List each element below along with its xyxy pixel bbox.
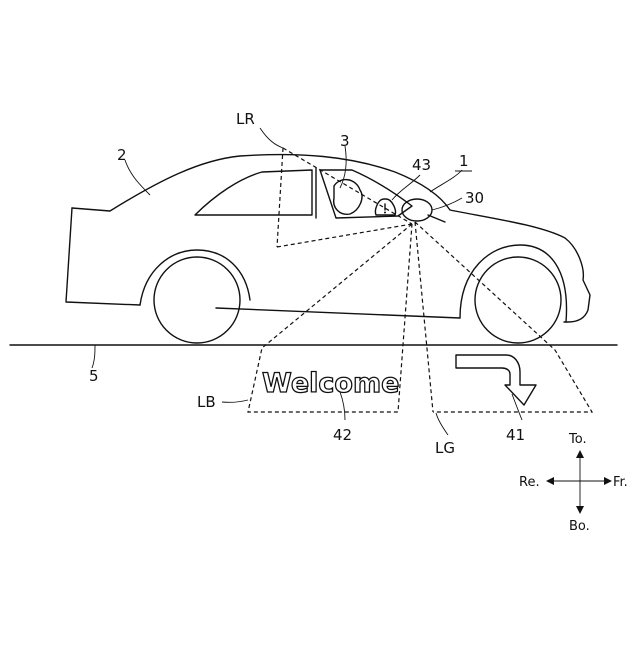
front-wheel [475,257,561,343]
direction-compass: To. Bo. Re. Fr. [519,432,628,534]
ref-label-3: 3 [340,132,350,150]
ref-label-5: 5 [89,367,99,385]
car-body-outline [72,155,590,322]
ref-label-LG: LG [435,439,455,457]
leader-LR [260,128,283,148]
arrow-down-icon [576,506,584,514]
arrow-up-icon [576,450,584,458]
leader-3 [340,146,346,188]
car-rear-end [66,208,140,305]
ref-label-30: 30 [465,189,484,207]
arrow-right-icon [604,477,612,485]
ref-label-LB: LB [197,393,216,411]
occupant-head [334,180,362,215]
leader-30 [432,198,462,210]
direction-front: Fr. [613,475,628,490]
warning-icon-dot [384,212,386,214]
direction-bottom: Bo. [569,519,590,534]
rear-side-window [195,170,312,215]
ref-label-41: 41 [506,426,525,444]
ref-label-43: 43 [412,156,431,174]
mirror-stay [428,215,445,222]
rear-wheel [154,257,240,343]
welcome-projection: Welcome [262,368,399,399]
leader-43 [392,175,420,200]
ref-label-1: 1 [459,152,469,170]
ref-label-42: 42 [333,426,352,444]
ref-label-LR: LR [236,110,255,128]
ref-label-2: 2 [117,146,127,164]
leader-LB [222,400,248,402]
leader-LG [436,413,448,435]
light-beam-LR [277,148,412,247]
direction-top: To. [568,432,587,447]
leader-5 [92,345,95,368]
guide-arrow-projection [456,355,536,405]
direction-rear: Re. [519,475,540,490]
arrow-left-icon [546,477,554,485]
leader-1 [430,170,462,192]
